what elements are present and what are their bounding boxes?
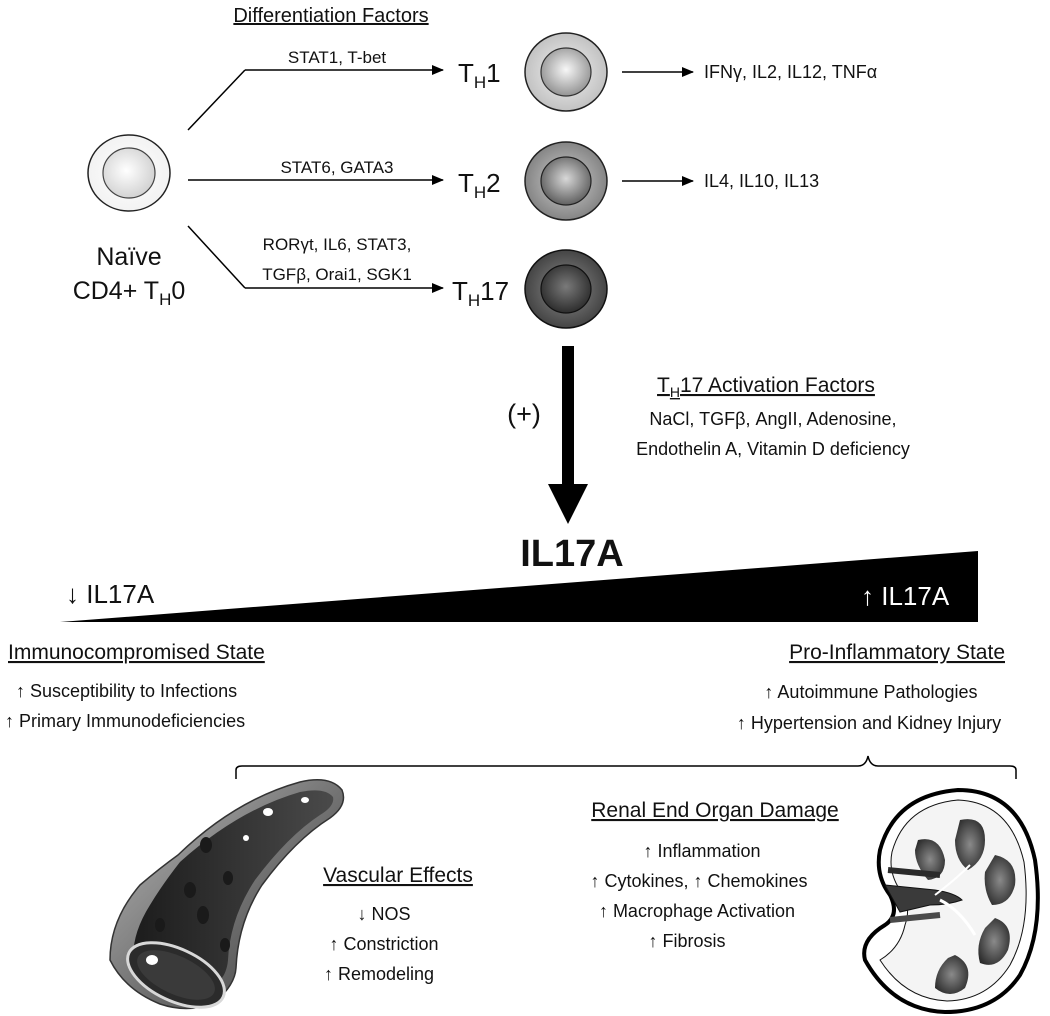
il17a-gradient-wedge <box>60 551 978 622</box>
immunocompromised-title: Immunocompromised State <box>8 641 265 664</box>
vascular-effects-title: Vascular Effects <box>323 864 473 887</box>
il17a-low-label: ↓ IL17A <box>66 579 155 609</box>
proinflammatory-item-2: ↑ Hypertension and Kidney Injury <box>737 713 1001 733</box>
immunocompromised-item-2: ↑ Primary Immunodeficiencies <box>5 711 245 731</box>
kidney-icon <box>862 787 1040 1015</box>
il17a-high-label: ↑ IL17A <box>861 581 950 611</box>
th1-cell-icon <box>524 32 608 112</box>
activation-factors-line1: NaCl, TGFβ, AngII, Adenosine, <box>649 409 896 429</box>
differentiation-factors-title: Differentiation Factors <box>233 5 428 27</box>
th2-cytokines: IL4, IL10, IL13 <box>704 171 819 191</box>
il17a-title: IL17A <box>520 533 623 575</box>
vascular-item-1: ↓ NOS <box>357 904 410 924</box>
th17-factors-line2: TGFβ, Orai1, SGK1 <box>262 265 412 284</box>
renal-item-4: ↑ Fibrosis <box>648 931 725 951</box>
activation-arrow <box>548 346 588 524</box>
renal-item-3: ↑ Macrophage Activation <box>599 901 795 921</box>
renal-item-2: ↑ Cytokines, ↑ Chemokines <box>590 871 807 891</box>
naive-cell-icon <box>87 134 171 212</box>
th2-cell-icon <box>524 141 608 221</box>
th1-pathway-arrow <box>187 65 444 131</box>
th17-factors-line1: RORγt, IL6, STAT3, <box>263 235 412 254</box>
grouping-brace <box>235 755 1017 779</box>
proinflammatory-title: Pro-Inflammatory State <box>789 641 1005 664</box>
th2-label: TH2 <box>458 168 501 202</box>
immunocompromised-item-1: ↑ Susceptibility to Infections <box>16 681 237 701</box>
renal-item-1: ↑ Inflammation <box>643 841 760 861</box>
th17-cell-icon <box>524 249 608 329</box>
proinflammatory-item-1: ↑ Autoimmune Pathologies <box>764 682 977 702</box>
th1-label: TH1 <box>458 58 501 92</box>
vascular-item-2: ↑ Constriction <box>329 934 438 954</box>
naive-subset-label: CD4+ TH0 <box>73 277 186 309</box>
th1-cytokines: IFNγ, IL2, IL12, TNFα <box>704 62 877 82</box>
naive-label: Naïve <box>96 243 161 271</box>
th17-pathway-arrow <box>187 225 444 293</box>
activation-factors-title: TH17 Activation Factors <box>657 374 875 400</box>
th17-label: TH17 <box>452 276 509 310</box>
blood-vessel-icon <box>109 779 345 1010</box>
th2-factors: STAT6, GATA3 <box>280 158 393 177</box>
th1-factors: STAT1, T-bet <box>288 48 387 67</box>
vascular-item-3: ↑ Remodeling <box>324 964 434 984</box>
activation-factors-line2: Endothelin A, Vitamin D deficiency <box>636 439 910 459</box>
renal-damage-title: Renal End Organ Damage <box>591 799 838 822</box>
positive-sign: (+) <box>507 399 541 429</box>
